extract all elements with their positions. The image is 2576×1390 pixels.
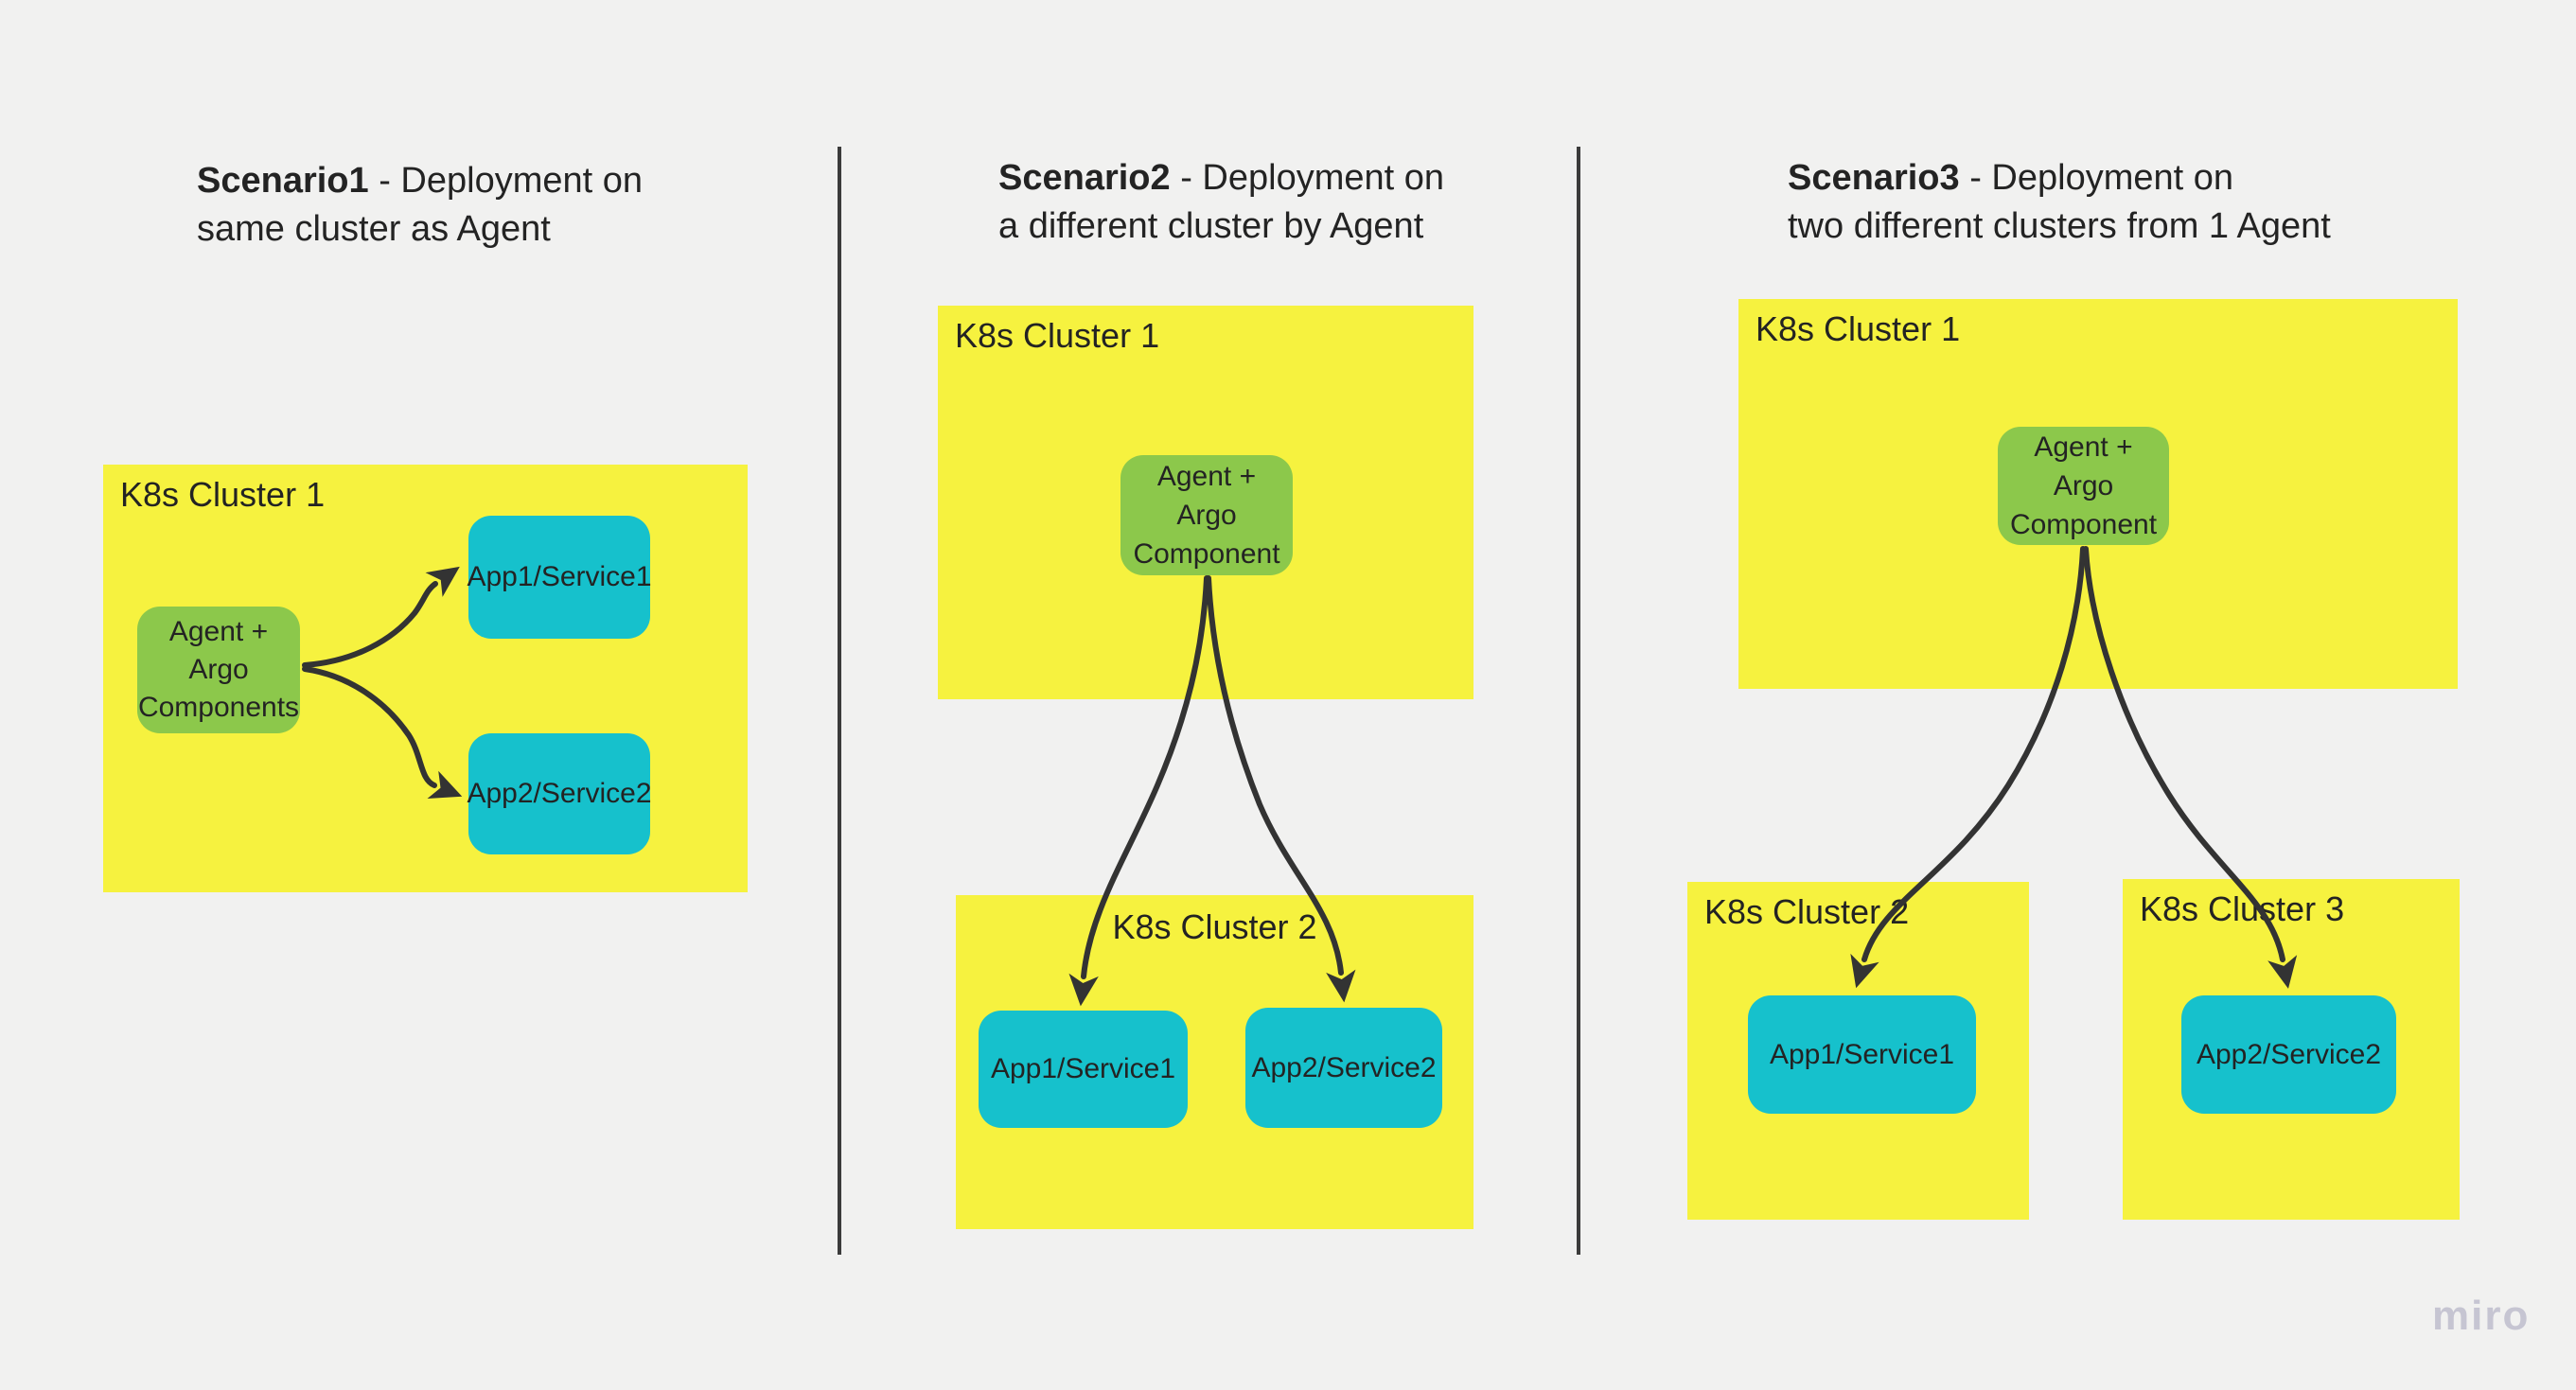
s2-agent-label-line1: Agent + [1156,461,1257,492]
scenario2-title: Scenario2 - Deployment on a different cl… [998,154,1444,251]
s2-app1-node[interactable]: App1/Service1 [979,1011,1188,1128]
s3-cluster3-label: K8s Cluster 3 [2140,889,2345,928]
s3-app1-label: App1/Service1 [1769,1038,1955,1070]
scenario2-title-bold: Scenario2 [998,158,1171,198]
s3-agent-label-line1: Agent + [2034,431,2133,463]
s1-cluster1-label: K8s Cluster 1 [120,475,326,514]
scenario3-title-line1: Scenario3 - Deployment on [1788,154,2331,202]
scenario3-title-line2: two different clusters from 1 Agent [1788,206,2331,246]
scenario1-title: Scenario1 - Deployment on same cluster a… [197,157,643,254]
s2-cluster1-label: K8s Cluster 1 [955,316,1160,355]
s2-agent-label-line3: Component [1133,538,1280,570]
s1-app1-node[interactable]: App1/Service1 [467,516,652,639]
s1-agent-label-line1: Agent + Argo [168,616,269,685]
scenario2-title-line2: a different cluster by Agent [998,206,1424,246]
scenario2-title-rest: - Deployment on [1170,158,1445,198]
s3-agent-node[interactable]: Agent + Argo Component [1998,427,2169,545]
scenario3-title-bold: Scenario3 [1788,158,1960,198]
scenario1-title-line2: same cluster as Agent [197,209,551,249]
s3-app2-node[interactable]: App2/Service2 [2181,995,2396,1114]
s3-agent-label-line2: Argo [2053,470,2114,501]
scenario1-title-rest: - Deployment on [368,161,644,201]
s3-cluster1-label: K8s Cluster 1 [1756,309,1961,348]
miro-watermark: miro [2432,1293,2531,1339]
scenario1-title-line1: Scenario1 - Deployment on [197,157,643,205]
s3-agent-label-line3: Component [2009,509,2158,540]
s3-app2-label: App2/Service2 [2196,1038,2382,1070]
s2-agent-label-line2: Argo [1176,500,1237,531]
scenario1-title-bold: Scenario1 [197,161,369,201]
scenario3-title: Scenario3 - Deployment on two different … [1788,154,2331,251]
s2-app1-label: App1/Service1 [990,1053,1176,1084]
s2-agent-node[interactable]: Agent + Argo Component [1120,455,1293,575]
s1-agent-node[interactable]: Agent + Argo Components [137,607,300,733]
scenario2-title-line1: Scenario2 - Deployment on [998,154,1444,202]
s3-app1-node[interactable]: App1/Service1 [1748,995,1976,1114]
scenario3-title-rest: - Deployment on [1959,158,2234,198]
s1-app2-label: App2/Service2 [467,778,652,809]
s2-app2-label: App2/Service2 [1251,1051,1437,1083]
s1-app1-label: App1/Service1 [467,561,652,592]
s1-app2-node[interactable]: App2/Service2 [467,733,652,854]
s1-agent-label-line2: Components [137,692,300,723]
s2-app2-node[interactable]: App2/Service2 [1245,1008,1442,1128]
s2-cluster2-label: K8s Cluster 2 [1112,907,1317,946]
s3-cluster2-label: K8s Cluster 2 [1704,892,1910,931]
